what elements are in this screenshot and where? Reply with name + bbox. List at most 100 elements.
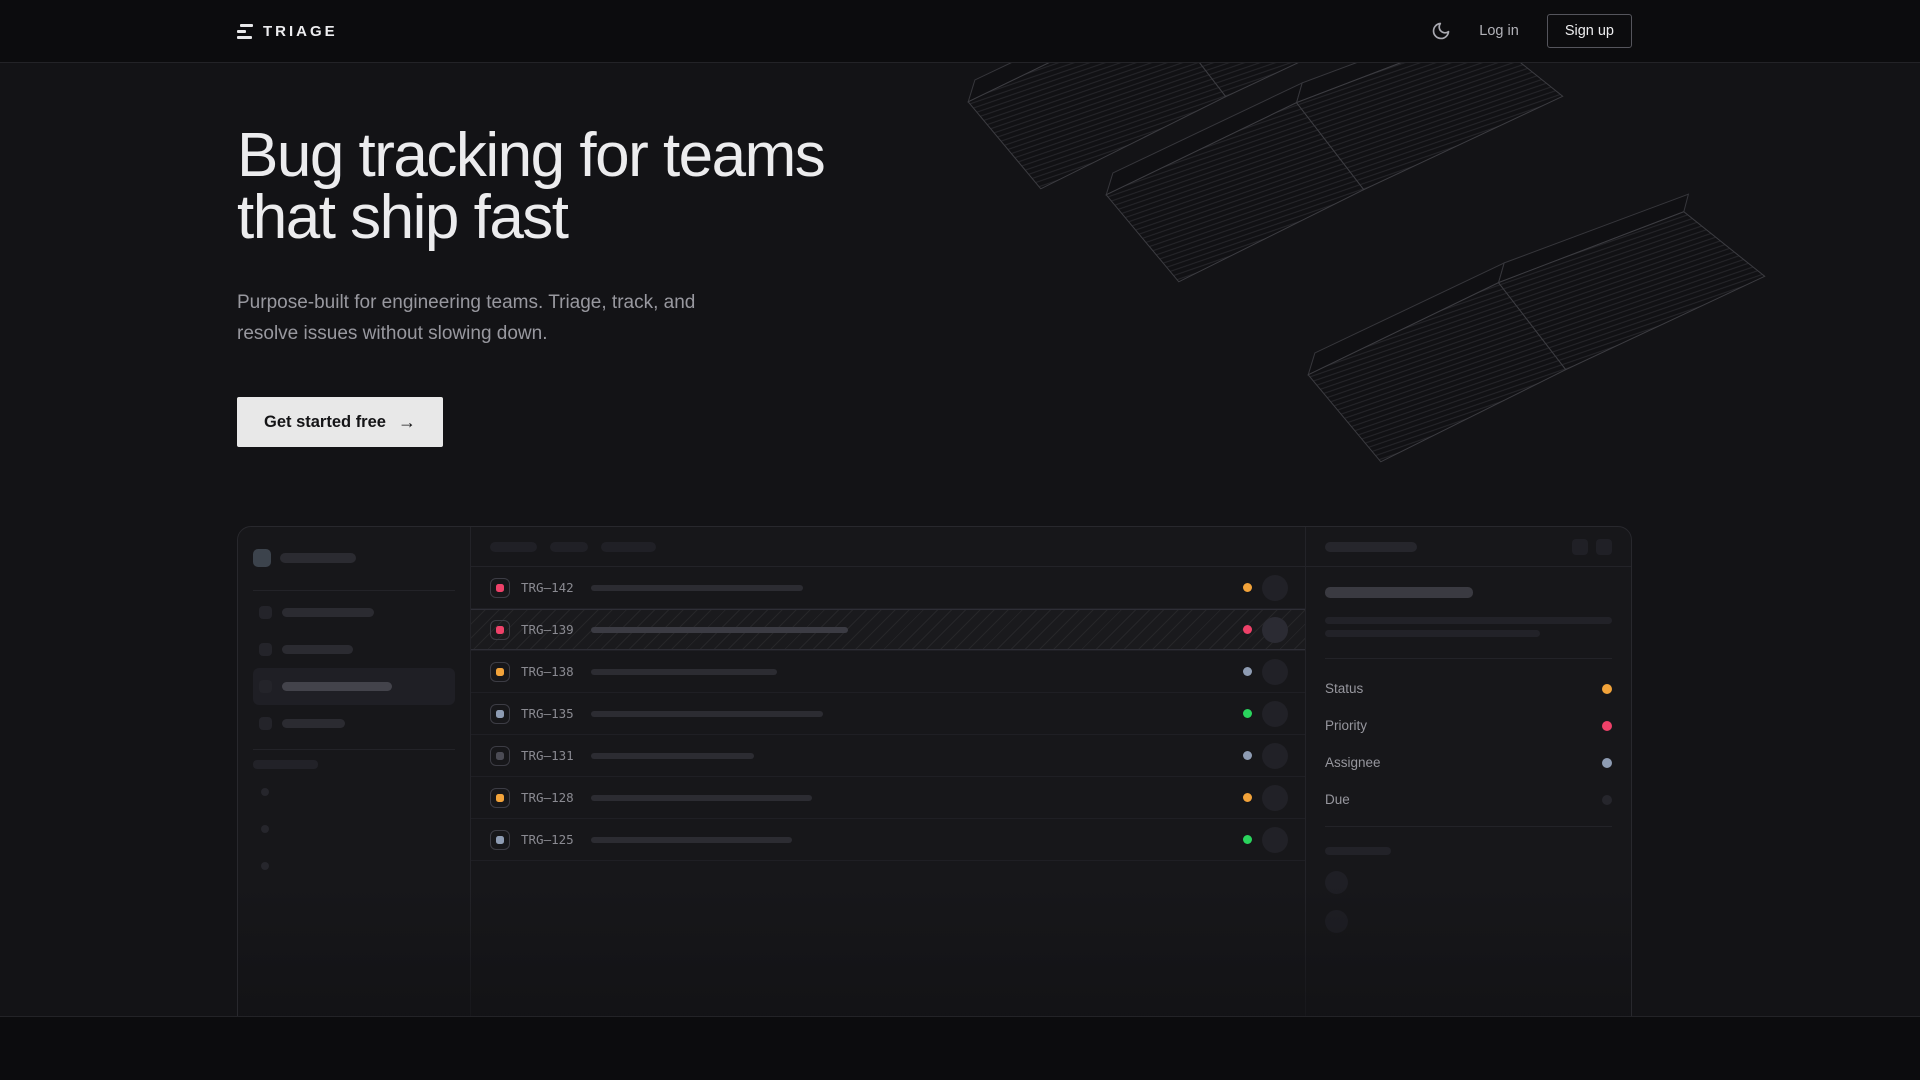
comment-avatar-skeleton — [1325, 910, 1348, 933]
issue-id: TRG–125 — [521, 832, 574, 847]
issue-title-skeleton — [591, 794, 812, 801]
arrow-right-icon: → — [397, 411, 416, 432]
detail-field-row: Status — [1325, 670, 1612, 707]
detail-text-skeleton — [1325, 630, 1540, 637]
issue-id: TRG–142 — [521, 580, 574, 595]
issue-status-dot — [1243, 835, 1252, 844]
issue-id: TRG–128 — [521, 790, 574, 805]
detail-divider — [1325, 826, 1612, 827]
brand[interactable]: TRIAGE — [237, 23, 338, 40]
mockup-sidebar — [238, 527, 471, 1016]
workspace-avatar-skeleton — [253, 549, 271, 567]
issue-assignee-avatar — [1262, 784, 1288, 811]
issue-row: TRG–142 — [471, 567, 1305, 609]
brand-name: TRIAGE — [263, 22, 338, 40]
issue-row: TRG–128 — [471, 777, 1305, 819]
nav-label-skeleton — [282, 719, 345, 728]
theme-toggle-button[interactable] — [1431, 21, 1451, 41]
detail-text-skeleton — [1325, 617, 1612, 624]
hero-subtitle: Purpose-built for engineering teams. Tri… — [237, 292, 696, 344]
filter-pill-skeleton — [601, 541, 656, 552]
issue-row: TRG–125 — [471, 819, 1305, 861]
mockup-nav-item — [253, 705, 455, 742]
triage-logo-icon — [237, 23, 253, 39]
detail-field-row: Assignee — [1325, 744, 1612, 781]
nav-icon-skeleton — [259, 606, 272, 619]
top-nav: TRIAGE Log in Sign up — [0, 0, 1920, 63]
detail-field-label: Priority — [1325, 718, 1368, 733]
issue-id: TRG–135 — [521, 706, 574, 721]
issue-assignee-avatar — [1262, 742, 1288, 769]
detail-divider — [1325, 658, 1612, 659]
mockup-nav-item — [253, 631, 455, 668]
issue-id: TRG–138 — [521, 664, 574, 679]
signup-button[interactable]: Sign up — [1546, 14, 1632, 48]
action-square-skeleton — [1572, 538, 1588, 555]
issue-row: TRG–138 — [471, 651, 1305, 693]
issue-row: TRG–135 — [471, 693, 1305, 735]
detail-title-skeleton — [1325, 587, 1473, 598]
sidebar-divider — [253, 590, 455, 591]
login-link[interactable]: Log in — [1479, 23, 1519, 39]
issue-type-icon — [490, 619, 510, 640]
detail-field-value-dot — [1602, 720, 1612, 731]
detail-field-label: Due — [1325, 792, 1350, 807]
issue-assignee-avatar — [1262, 616, 1288, 643]
issue-type-icon — [490, 787, 510, 808]
nav-label-skeleton — [282, 608, 374, 617]
mockup-nav-item-active — [253, 668, 455, 705]
nav-icon-skeleton — [259, 643, 272, 656]
get-started-button[interactable]: Get started free → — [237, 397, 443, 447]
issue-assignee-avatar — [1262, 700, 1288, 727]
mockup-nav-list — [253, 594, 455, 742]
sidebar-section-skeleton — [253, 760, 318, 769]
issue-id: TRG–131 — [521, 748, 574, 763]
mockup-workspace-row — [253, 549, 455, 567]
nav-icon-skeleton — [259, 717, 272, 730]
issue-status-dot — [1243, 793, 1252, 802]
issue-title-skeleton — [591, 710, 823, 717]
issue-type-icon — [490, 745, 510, 766]
issue-row: TRG–139 — [471, 609, 1305, 651]
issue-row: TRG–131 — [471, 735, 1305, 777]
workspace-name-skeleton — [280, 553, 356, 563]
issue-list-header — [471, 527, 1305, 567]
detail-field-value-dot — [1602, 794, 1612, 805]
nav-actions: Log in Sign up — [1431, 14, 1632, 48]
issue-status-dot — [1243, 625, 1252, 634]
issue-assignee-avatar — [1262, 574, 1288, 601]
detail-header — [1306, 527, 1631, 567]
mockup-nav-item — [253, 594, 455, 631]
nav-label-skeleton — [282, 682, 392, 691]
action-square-skeleton — [1596, 538, 1612, 555]
issue-type-icon — [490, 661, 510, 682]
comment-avatar-skeleton — [1325, 871, 1348, 894]
cta-label: Get started free — [264, 412, 386, 431]
issue-status-dot — [1243, 709, 1252, 718]
issue-status-dot — [1243, 667, 1252, 676]
filter-pill-skeleton — [490, 541, 537, 552]
issue-assignee-avatar — [1262, 826, 1288, 853]
filter-pill-skeleton — [550, 541, 588, 552]
detail-field-label: Status — [1325, 681, 1364, 696]
issue-status-dot — [1243, 751, 1252, 760]
detail-field-value-dot — [1602, 683, 1612, 694]
issue-title-skeleton — [591, 584, 803, 591]
issue-title-skeleton — [591, 836, 792, 843]
issue-title-skeleton — [591, 668, 777, 675]
moon-icon — [1433, 22, 1450, 40]
sidebar-divider — [253, 749, 455, 750]
issue-title-skeleton — [591, 752, 754, 759]
issue-status-dot — [1243, 583, 1252, 592]
issue-assignee-avatar — [1262, 658, 1288, 685]
detail-field-row: Priority — [1325, 707, 1612, 744]
footer — [0, 1016, 1920, 1080]
detail-header-actions — [1572, 538, 1612, 555]
